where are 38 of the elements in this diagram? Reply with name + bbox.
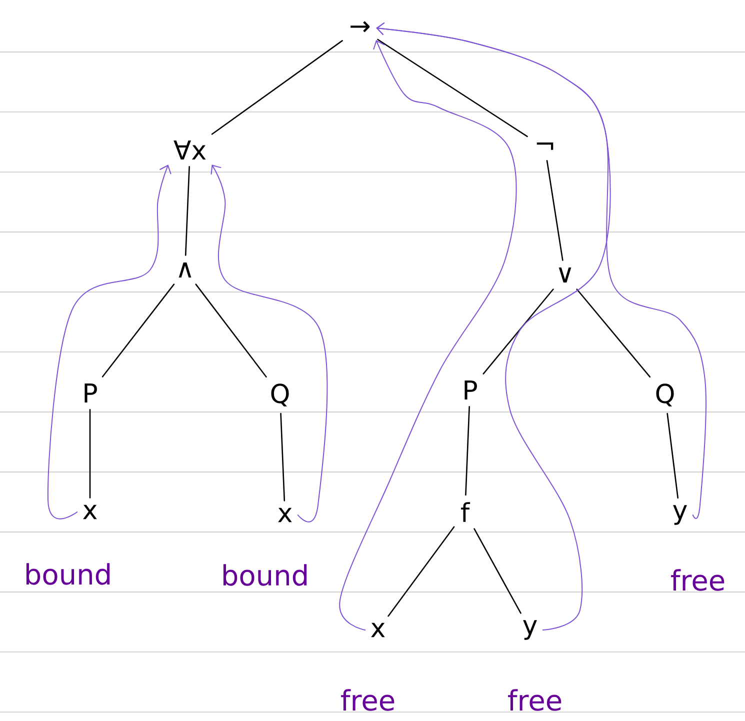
variable-status: bound — [223, 564, 307, 586]
tree-branch — [482, 288, 554, 374]
tree-branch — [280, 412, 286, 502]
tree-branch — [546, 160, 564, 261]
tree-symbol: → — [350, 21, 370, 32]
tree-symbol: ¬ — [536, 142, 554, 150]
tree-symbol: ∀x — [174, 140, 206, 160]
tree-branch — [666, 412, 679, 499]
tree-branch — [211, 40, 343, 135]
tree-symbol: Q — [656, 384, 674, 406]
tree-branch — [184, 166, 190, 256]
variable-status: free — [341, 689, 394, 711]
tree-symbol: P — [464, 380, 477, 400]
tree-branch — [465, 406, 470, 496]
tree-symbol: ∨ — [558, 267, 572, 283]
variable-status: bound — [26, 563, 110, 585]
binding-arrow — [47, 164, 172, 520]
binding-arrow — [339, 40, 517, 630]
binding-arrow — [376, 22, 706, 519]
tree-symbol: Q — [271, 384, 289, 406]
tree-branch — [377, 38, 528, 138]
variable-status: free — [508, 689, 562, 711]
tree-symbol: P — [84, 384, 97, 402]
binding-arrow — [210, 164, 328, 522]
tree-symbol: x — [278, 508, 292, 522]
tree-branch — [89, 409, 91, 498]
tree-symbol: ∧ — [178, 262, 192, 278]
tree-symbol: x — [83, 504, 97, 520]
tree-symbol: y — [673, 505, 687, 525]
tree-branch — [474, 528, 522, 614]
tree-symbol: x — [371, 622, 385, 638]
tree-branch — [195, 284, 267, 378]
variable-status: free — [671, 569, 724, 591]
tree-symbol: y — [523, 620, 537, 640]
tree-branch — [576, 288, 651, 378]
tree-symbol: f — [461, 502, 470, 522]
tree-branch — [388, 526, 455, 617]
tree-branch — [102, 284, 175, 378]
